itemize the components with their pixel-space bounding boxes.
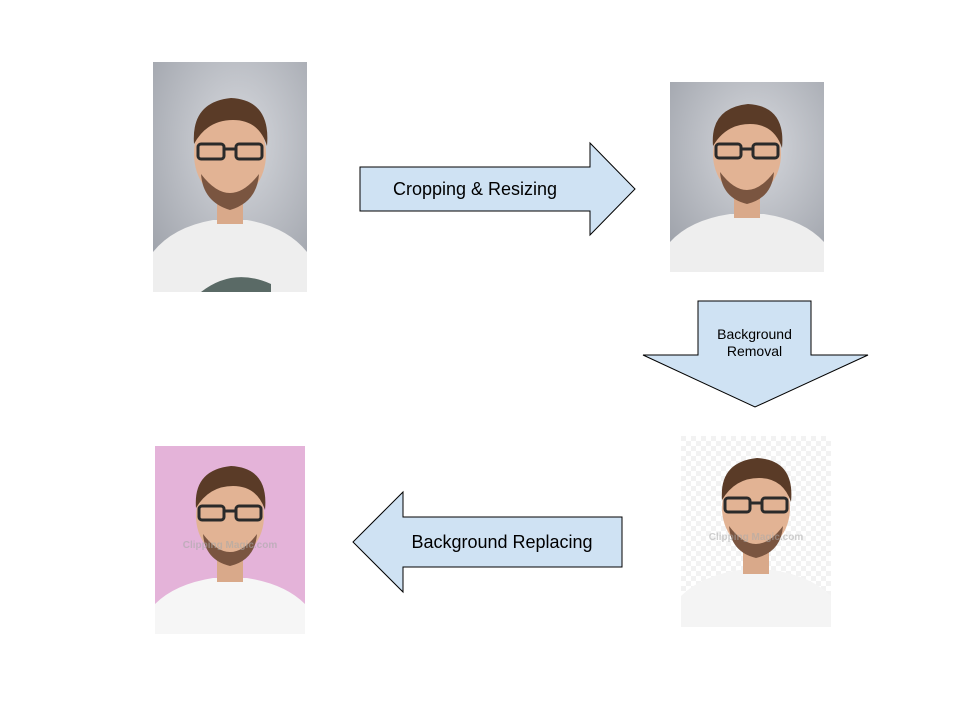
background-replacing-arrow: [352, 490, 623, 594]
down-arrow-shape: [642, 300, 869, 408]
background-replacing-label: Background Replacing: [411, 531, 593, 552]
left-arrow-shape: [352, 490, 623, 594]
original-photo: [153, 62, 307, 292]
background-removal-arrow: [642, 300, 869, 408]
watermark-text: Clipping Magic.com: [709, 532, 804, 543]
cropped-photo: [670, 82, 824, 272]
portrait-image: [153, 62, 307, 292]
portrait-image: Clipping Magic.com: [681, 436, 831, 627]
cropping-resizing-arrow: [359, 141, 636, 237]
right-arrow-shape: [359, 141, 636, 237]
watermark-text: Clipping Magic.com: [183, 540, 278, 551]
portrait-image: [670, 82, 824, 272]
cropping-resizing-label: Cropping & Resizing: [392, 178, 558, 199]
background-replaced-photo: Clipping Magic.com: [155, 446, 305, 634]
portrait-image: Clipping Magic.com: [155, 446, 305, 634]
background-removal-label: Background Removal: [717, 325, 792, 360]
background-removed-photo: Clipping Magic.com: [681, 436, 831, 627]
